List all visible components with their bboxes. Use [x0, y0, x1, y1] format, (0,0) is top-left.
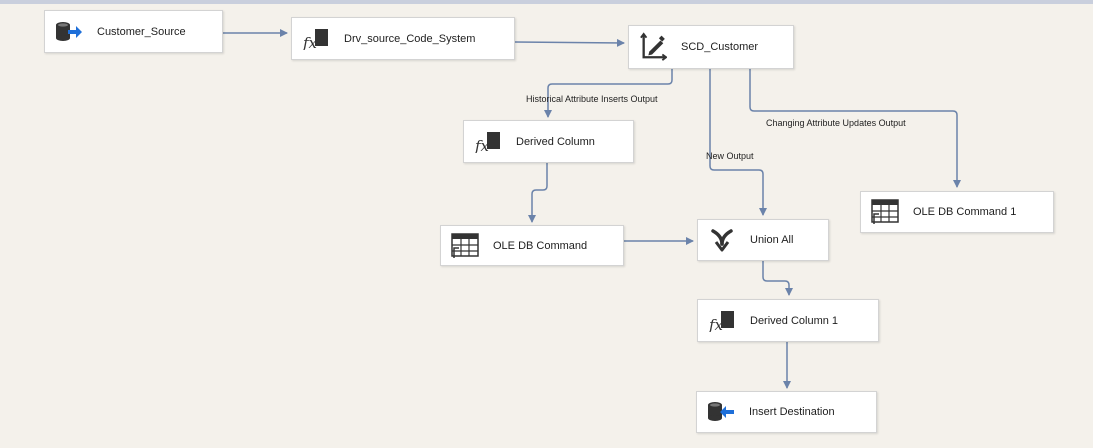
- node-label: OLE DB Command 1: [913, 206, 1017, 218]
- ole-db-command-node[interactable]: OLE DB Command: [440, 225, 624, 266]
- derived-column-node[interactable]: fx Derived Column: [463, 120, 634, 163]
- ole-db-command-icon: [451, 232, 479, 260]
- node-label: Customer_Source: [97, 25, 186, 38]
- top-border: [0, 0, 1093, 4]
- connector-new-output[interactable]: [709, 68, 767, 216]
- source-icon: [55, 18, 83, 46]
- derived-column-icon: fx: [474, 128, 502, 156]
- node-label: Union All: [750, 234, 794, 246]
- node-label: OLE DB Command: [493, 239, 588, 252]
- insert-destination-node[interactable]: Insert Destination: [696, 391, 877, 433]
- node-label: Drv_source_Code_System: [344, 32, 476, 45]
- connector-union-to-derived1[interactable]: [762, 261, 793, 296]
- slowly-changing-dimension-icon: [639, 32, 667, 61]
- node-label: Derived Column 1: [750, 314, 839, 327]
- derived-column-1-node[interactable]: fx Derived Column 1: [697, 299, 879, 342]
- derived-column-icon: fx: [302, 25, 330, 53]
- node-label: Insert Destination: [749, 406, 835, 418]
- customer-source-node[interactable]: Customer_Source: [44, 10, 223, 53]
- destination-icon: [707, 398, 735, 426]
- ole-db-command-icon: [871, 198, 899, 226]
- node-label: Derived Column: [516, 135, 595, 148]
- ole-db-command-1-node[interactable]: OLE DB Command 1: [860, 191, 1054, 233]
- svg-text:fx: fx: [474, 137, 490, 153]
- svg-text:fx: fx: [302, 34, 318, 50]
- drv-source-code-system-node[interactable]: fx Drv_source_Code_System: [291, 17, 515, 60]
- connector-historical[interactable]: [544, 68, 673, 118]
- connector-drv-to-scd[interactable]: [514, 38, 625, 47]
- connector-changing[interactable]: [749, 68, 961, 188]
- union-all-icon: [708, 226, 736, 254]
- node-label: SCD_Customer: [681, 41, 759, 53]
- new-output-label: New Output: [706, 151, 754, 161]
- scd-customer-node[interactable]: SCD_Customer: [628, 25, 794, 69]
- derived-column-icon: fx: [708, 307, 736, 335]
- changing-output-label: Changing Attribute Updates Output: [766, 118, 906, 128]
- svg-text:fx: fx: [708, 316, 724, 332]
- historical-output-label: Historical Attribute Inserts Output: [526, 94, 658, 104]
- connector-derived-to-ole[interactable]: [528, 162, 548, 223]
- union-all-node[interactable]: Union All: [697, 219, 829, 261]
